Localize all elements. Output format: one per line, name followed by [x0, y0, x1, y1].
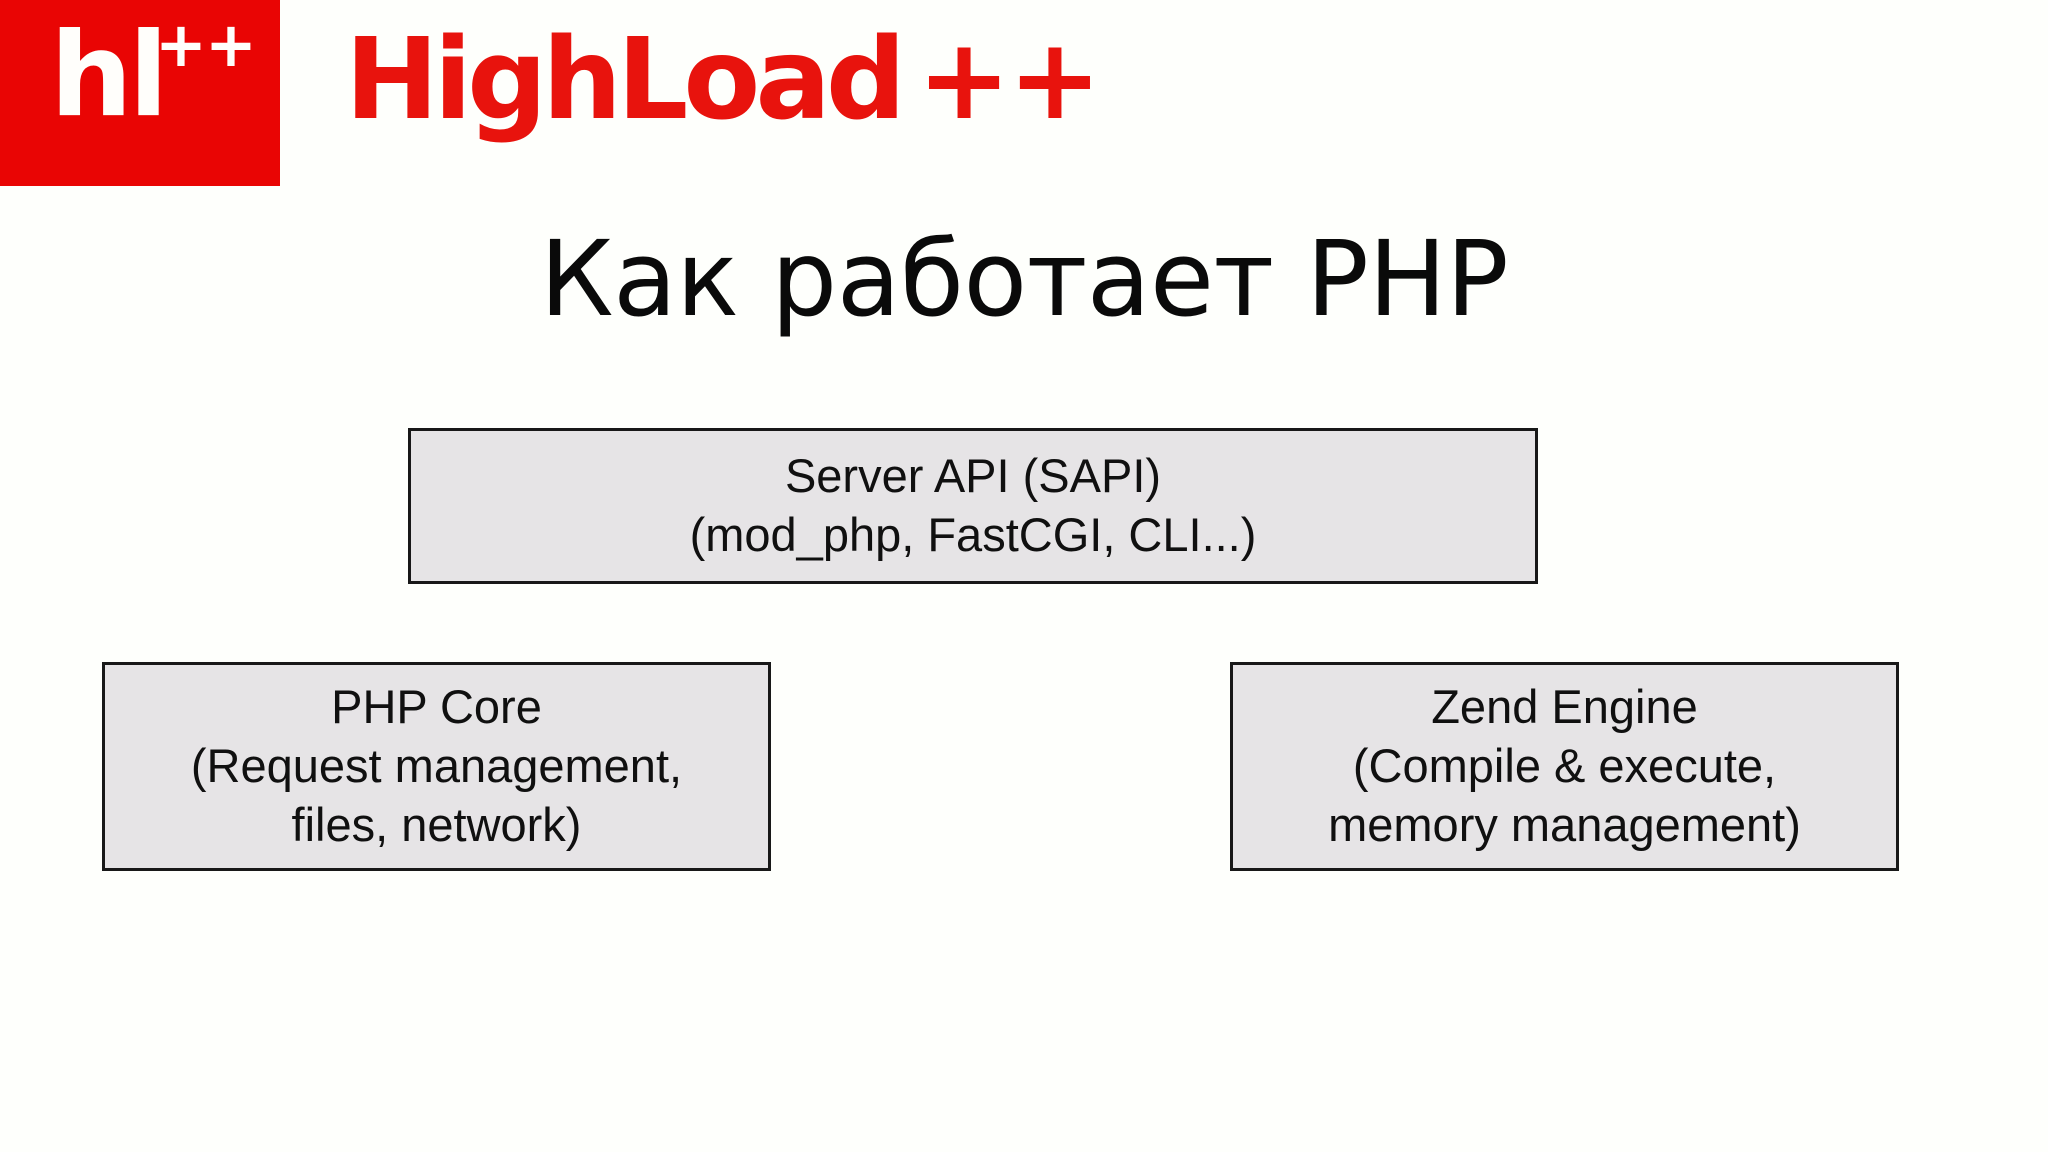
logo-mark-superscript: ++	[155, 8, 257, 81]
diagram-node-sapi: Server API (SAPI) (mod_php, FastCGI, CLI…	[408, 428, 1538, 584]
diagram-node-php-core: PHP Core (Request management, files, net…	[102, 662, 771, 871]
node-zend-line-2: (Compile & execute,	[1352, 739, 1777, 793]
page-title: Как работает PHP	[539, 218, 1509, 340]
node-php-core-line-2: (Request management,	[190, 739, 683, 793]
node-php-core-line-3: files, network)	[291, 797, 582, 851]
highload-logo-mark: hl ++	[0, 0, 280, 186]
highload-wordmark: HighLoad++	[345, 21, 1102, 140]
brand-header: hl ++ HighLoad++	[0, 0, 2048, 190]
node-sapi-line-2: (mod_php, FastCGI, CLI...)	[689, 508, 1257, 561]
node-zend-line-1: Zend Engine	[1431, 680, 1698, 734]
logo-mark-text: hl	[50, 8, 168, 143]
node-php-core-line-1: PHP Core	[331, 680, 542, 734]
wordmark-plusplus: ++	[917, 15, 1102, 145]
wordmark-high: High	[345, 15, 622, 145]
node-zend-line-3: memory management)	[1328, 797, 1801, 851]
wordmark-load: Load	[617, 15, 906, 145]
node-sapi-line-1: Server API (SAPI)	[784, 449, 1162, 503]
diagram-node-zend-engine: Zend Engine (Compile & execute, memory m…	[1230, 662, 1899, 871]
